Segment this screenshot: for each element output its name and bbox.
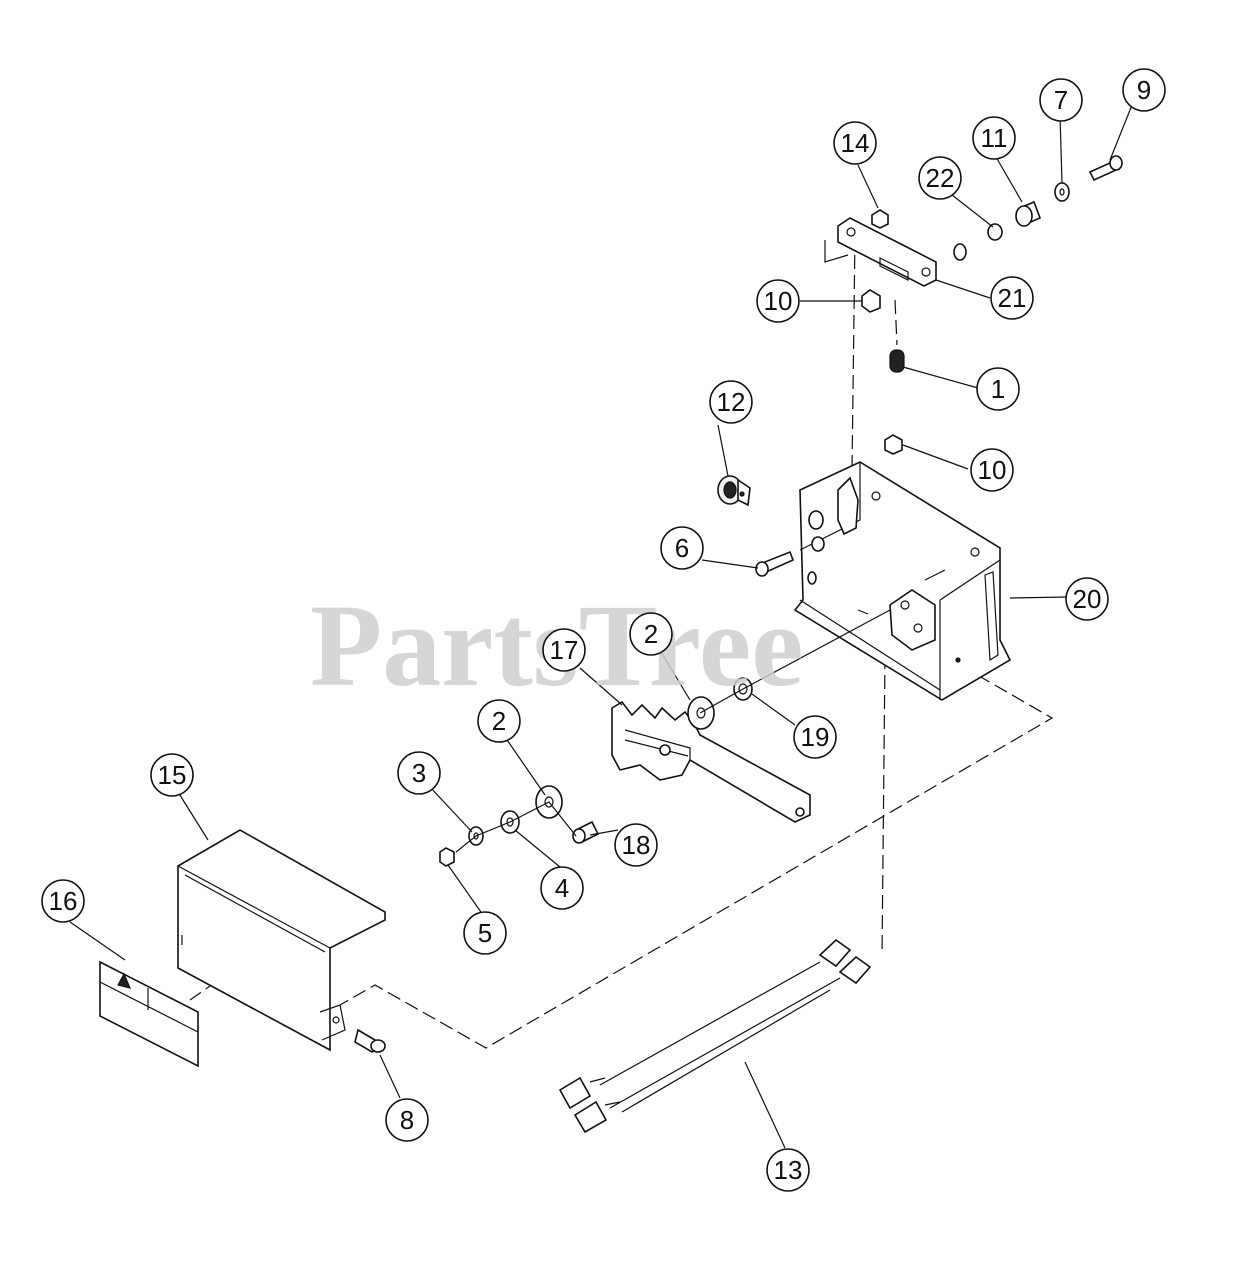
part-16-decal: [99, 960, 199, 1068]
part-13-cables: [558, 938, 872, 1134]
callout-15: 15: [150, 753, 194, 797]
assembly-guide-lines: [189, 234, 1054, 1049]
callout-12: 12: [709, 380, 753, 424]
callout-label: 17: [550, 635, 579, 665]
part-9-bolt: [1088, 155, 1123, 182]
part-10-nut-upper: [861, 289, 881, 313]
callout-label: 3: [412, 758, 426, 788]
callout-label: 16: [49, 886, 78, 916]
part-1-spring: [889, 349, 905, 373]
callout-label: 10: [764, 286, 793, 316]
leader-lines: [69, 104, 1133, 1149]
callout-7: 7: [1039, 78, 1083, 122]
callout-22: 22: [918, 156, 962, 200]
callout-label: 6: [675, 533, 689, 563]
callout-label: 19: [801, 722, 830, 752]
callout-label: 12: [717, 387, 746, 417]
callout-label: 2: [644, 619, 658, 649]
part-17-lever-plate: [611, 700, 811, 823]
callout-label: 20: [1073, 584, 1102, 614]
callout-11: 11: [972, 116, 1016, 160]
part-washer-small: [953, 243, 967, 261]
callout-9: 9: [1122, 68, 1166, 112]
callout-2-lower: 2: [477, 699, 521, 743]
callout-4: 4: [540, 866, 584, 910]
callout-label: 22: [926, 163, 955, 193]
part-18-spacer: [572, 820, 600, 844]
callout-1: 1: [976, 367, 1020, 411]
part-5-nut: [439, 847, 455, 867]
callout-label: 14: [841, 128, 870, 158]
callout-16: 16: [41, 879, 85, 923]
callout-2-upper: 2: [629, 612, 673, 656]
callout-label: 13: [774, 1155, 803, 1185]
part-8-screw: [354, 1028, 386, 1053]
axis-line-upper: [699, 609, 891, 714]
part-20-bracket: [793, 461, 1012, 701]
part-6-bolt: [755, 550, 795, 577]
callout-label: 11: [981, 123, 1008, 153]
callout-13: 13: [766, 1148, 810, 1192]
callout-label: 1: [991, 374, 1005, 404]
callout-18: 18: [614, 823, 658, 867]
callout-17: 17: [542, 628, 586, 672]
part-11-spacer: [1015, 200, 1042, 227]
callout-label: 10: [978, 455, 1007, 485]
callout-3: 3: [397, 751, 441, 795]
callout-label: 4: [555, 873, 569, 903]
part-22-bushing: [987, 223, 1003, 241]
callout-label: 15: [158, 760, 187, 790]
part-14-nut: [871, 209, 889, 229]
callout-19: 19: [793, 715, 837, 759]
axis-line: [455, 801, 577, 853]
callout-label: 21: [998, 283, 1027, 313]
callout-10-lower: 10: [970, 448, 1014, 492]
callout-label: 2: [492, 706, 506, 736]
callout-label: 8: [400, 1105, 414, 1135]
part-10-nut-lower: [884, 434, 903, 455]
callout-14: 14: [833, 121, 877, 165]
callout-label: 9: [1137, 75, 1151, 105]
callout-5: 5: [463, 911, 507, 955]
callout-6: 6: [660, 526, 704, 570]
callout-20: 20: [1065, 577, 1109, 621]
callout-21: 21: [990, 276, 1034, 320]
callout-label: 18: [622, 830, 651, 860]
callout-label: 7: [1054, 85, 1068, 115]
callout-label: 5: [478, 918, 492, 948]
part-15-cover: [177, 829, 386, 1052]
callout-10-upper: 10: [756, 279, 800, 323]
part-7-washer: [1054, 182, 1070, 202]
part-12-switch: [717, 475, 751, 507]
callout-8: 8: [385, 1098, 429, 1142]
